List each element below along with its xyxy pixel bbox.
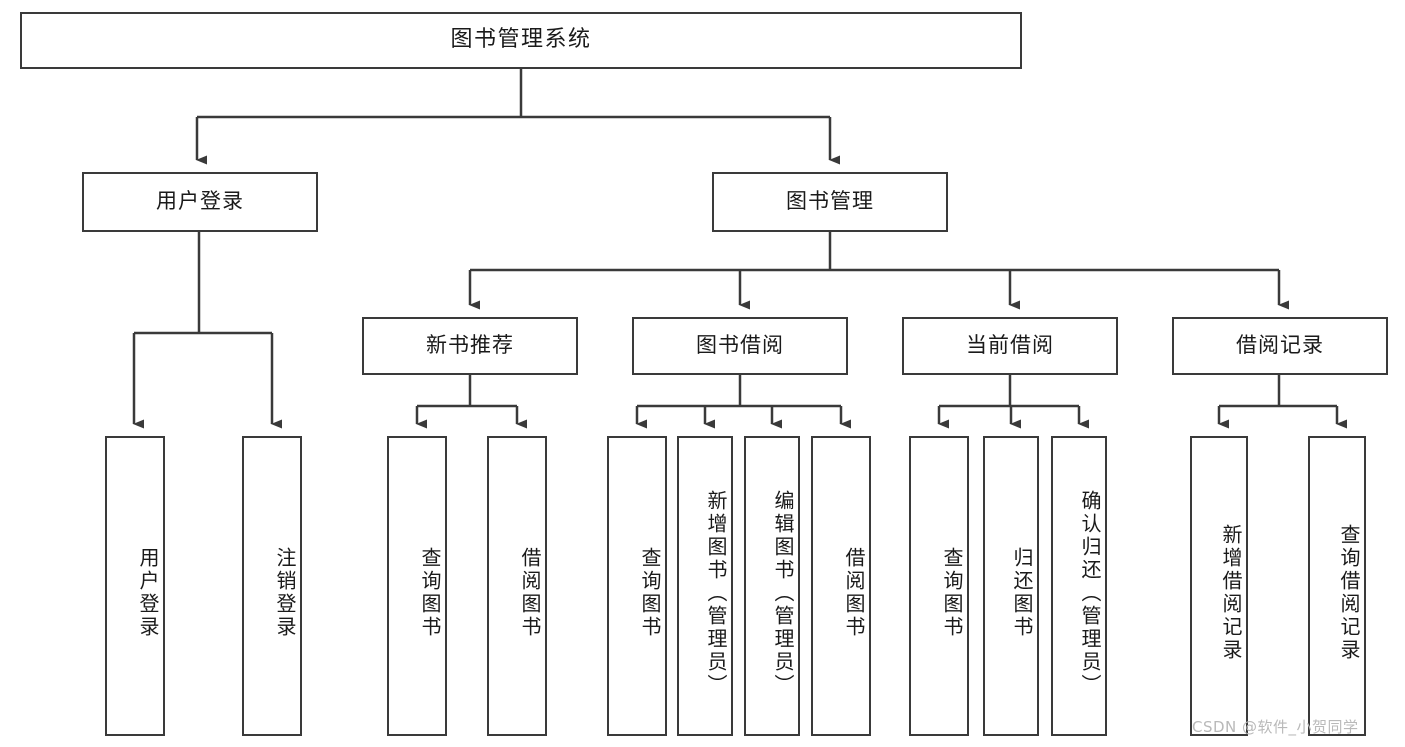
node-leaf-query-record-label: 查询借阅记录 [1337, 524, 1361, 662]
node-borrow-record-label: 借阅记录 [1236, 333, 1324, 358]
node-leaf-borrow-book-1[interactable]: 借阅图书 [487, 436, 547, 736]
node-leaf-borrow-book-1-label: 借阅图书 [518, 547, 542, 639]
node-current-borrow[interactable]: 当前借阅 [902, 317, 1118, 375]
node-book-borrow[interactable]: 图书借阅 [632, 317, 848, 375]
node-leaf-edit-book[interactable]: 编辑图书（管理员） [744, 436, 800, 736]
node-user-login-label: 用户登录 [156, 189, 244, 214]
node-leaf-confirm-return[interactable]: 确认归还（管理员） [1051, 436, 1107, 736]
node-leaf-return-book-label: 归还图书 [1010, 547, 1034, 639]
node-leaf-query-book-1-label: 查询图书 [418, 547, 442, 639]
node-leaf-query-book-3[interactable]: 查询图书 [909, 436, 969, 736]
node-leaf-add-book[interactable]: 新增图书（管理员） [677, 436, 733, 736]
node-leaf-edit-book-label: 编辑图书（管理员） [771, 489, 795, 697]
node-leaf-add-record-label: 新增借阅记录 [1219, 524, 1243, 662]
node-book-manage-label: 图书管理 [786, 189, 874, 214]
node-new-book-rec[interactable]: 新书推荐 [362, 317, 578, 375]
node-leaf-query-book-2-label: 查询图书 [638, 547, 662, 639]
node-borrow-record[interactable]: 借阅记录 [1172, 317, 1388, 375]
node-leaf-query-book-3-label: 查询图书 [940, 547, 964, 639]
node-leaf-logout[interactable]: 注销登录 [242, 436, 302, 736]
node-leaf-user-login-label: 用户登录 [136, 547, 160, 639]
node-new-book-rec-label: 新书推荐 [426, 333, 514, 358]
node-leaf-query-book-2[interactable]: 查询图书 [607, 436, 667, 736]
node-root-label: 图书管理系统 [450, 27, 592, 53]
node-leaf-query-book-1[interactable]: 查询图书 [387, 436, 447, 736]
node-leaf-borrow-book-2-label: 借阅图书 [842, 547, 866, 639]
node-current-borrow-label: 当前借阅 [966, 333, 1054, 358]
node-leaf-add-book-label: 新增图书（管理员） [704, 489, 728, 697]
node-root[interactable]: 图书管理系统 [20, 12, 1022, 69]
node-book-manage[interactable]: 图书管理 [712, 172, 948, 232]
node-leaf-confirm-return-label: 确认归还（管理员） [1078, 489, 1102, 697]
node-leaf-logout-label: 注销登录 [273, 547, 297, 639]
node-leaf-add-record[interactable]: 新增借阅记录 [1190, 436, 1248, 736]
node-leaf-borrow-book-2[interactable]: 借阅图书 [811, 436, 871, 736]
node-leaf-user-login[interactable]: 用户登录 [105, 436, 165, 736]
node-leaf-return-book[interactable]: 归还图书 [983, 436, 1039, 736]
csdn-watermark: CSDN @软件_小贺同学 [1192, 718, 1359, 736]
node-leaf-query-record[interactable]: 查询借阅记录 [1308, 436, 1366, 736]
node-user-login[interactable]: 用户登录 [82, 172, 318, 232]
node-book-borrow-label: 图书借阅 [696, 333, 784, 358]
